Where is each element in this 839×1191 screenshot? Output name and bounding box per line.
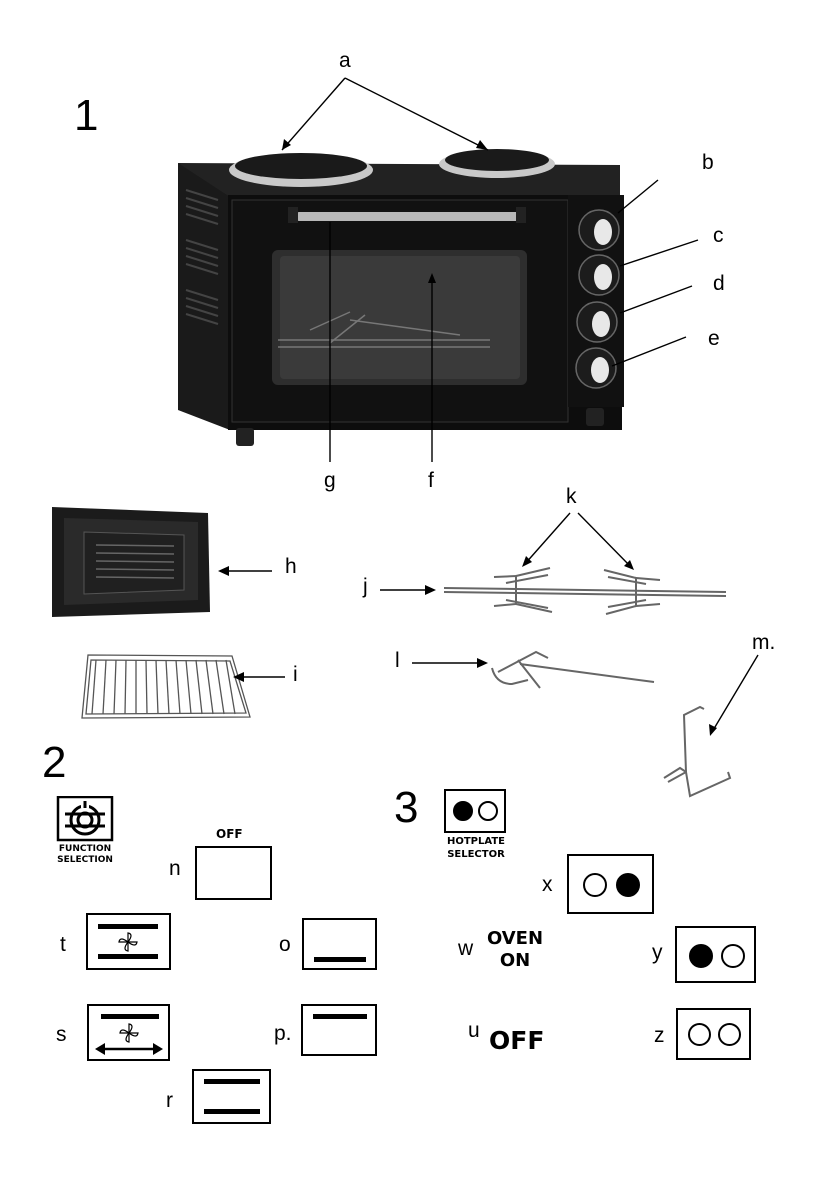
hotplate-label-z: z (654, 1025, 665, 1046)
part-label-f: f (428, 470, 434, 491)
part-label-a: a (339, 50, 351, 71)
function-label-t: t (60, 934, 66, 955)
function-symbol-fan-rotisserie (87, 1004, 170, 1061)
function-symbol-top-heat (301, 1004, 377, 1056)
oven-on-line1: OVEN (484, 928, 546, 949)
function-label-n: n (169, 858, 181, 879)
rack-handle-icon (664, 707, 730, 796)
oven-on-line2: ON (484, 950, 546, 971)
function-selection-text-1: FUNCTION (55, 844, 115, 854)
part-label-d: d (713, 273, 725, 294)
off-caption: OFF (216, 827, 243, 841)
part-label-l: l (395, 650, 400, 671)
part-label-k: k (566, 486, 577, 507)
part-label-e: e (708, 328, 720, 349)
section-number-3: 3 (394, 786, 418, 830)
section-number-2: 2 (42, 741, 66, 785)
hotplate-symbol-right-on (567, 854, 654, 914)
function-selection-icon: FUNCTION SELECTION (55, 796, 115, 866)
hotplate-selector-text-1: HOTPLATE (443, 836, 509, 847)
wire-rack-icon (82, 655, 250, 718)
hotplate-symbol-left-on (675, 926, 756, 983)
fan-icon (116, 931, 140, 953)
hotplate-selector-text-2: SELECTOR (443, 849, 509, 860)
function-label-s: s (56, 1024, 67, 1045)
function-symbol-fan-top-bottom (86, 913, 171, 970)
part-label-c: c (713, 225, 724, 246)
function-label-p: p. (274, 1023, 292, 1044)
function-label-o: o (279, 934, 291, 955)
spit-handle-icon (492, 652, 654, 688)
part-label-h: h (285, 556, 297, 577)
baking-tray-icon (52, 507, 210, 617)
hotplate-symbol-both-off (676, 1008, 751, 1060)
function-symbol-bottom-heat (302, 918, 377, 970)
part-label-b: b (702, 152, 714, 173)
hotplate-selector-icon: HOTPLATE SELECTOR (443, 789, 509, 863)
function-symbol-off (195, 846, 272, 900)
hotplate-label-u: u (468, 1020, 480, 1041)
hotplate-label-y: y (652, 942, 663, 963)
function-selection-text-2: SELECTION (55, 855, 115, 865)
part-label-j: j (363, 576, 368, 597)
hotplate-label-x: x (542, 874, 553, 895)
function-label-r: r (166, 1090, 173, 1111)
part-label-g: g (324, 470, 336, 491)
part-label-i: i (293, 664, 298, 685)
function-symbol-top-bottom-heat (192, 1069, 271, 1124)
hotplate-off-text: OFF (489, 1026, 544, 1055)
rotisserie-spit-icon (444, 568, 726, 614)
hotplate-label-w: w (458, 938, 473, 959)
fan-icon (117, 1022, 141, 1044)
part-label-m: m. (752, 632, 775, 653)
